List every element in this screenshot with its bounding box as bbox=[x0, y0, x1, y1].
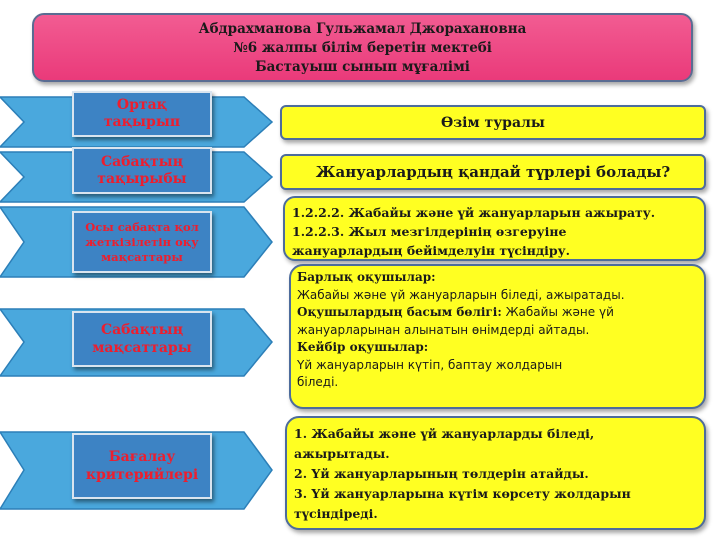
author-position: Бастауыш сынып мұғалімі bbox=[255, 59, 470, 75]
label-criteria: Бағалау критерийлері bbox=[72, 433, 212, 499]
criteria-line: 3. Үй жануарларына күтім көрсету жолдары… bbox=[294, 486, 631, 501]
author-name: Абдрахманова Гульжамал Джорахановна bbox=[198, 21, 527, 37]
goals-most-text: Жабайы және үй bbox=[505, 305, 614, 319]
objective-line: 1.2.2.2. Жабайы және үй жануарларын ажыр… bbox=[292, 205, 656, 220]
school-name: №6 жалпы білім беретін мектебі bbox=[233, 40, 492, 56]
criteria-box: 1. Жабайы және үй жануарларды біледі, аж… bbox=[285, 416, 706, 530]
label-goals: Сабақтың мақсаттары bbox=[72, 311, 212, 367]
criteria-line: 1. Жабайы және үй жануарларды біледі, bbox=[294, 426, 595, 441]
goals-most-text-2: жануарларынан алынатын өнімдерді айтады. bbox=[297, 322, 590, 337]
author-header: Абдрахманова Гульжамал Джорахановна №6 ж… bbox=[32, 13, 693, 82]
goals-some-text: Үй жануарларын күтіп, баптау жолдарын bbox=[297, 357, 563, 372]
objective-line: жануарлардың бейімделуін түсіндіру. bbox=[292, 243, 571, 258]
label-topic: Ортақ тақырып bbox=[72, 91, 212, 137]
goals-all-heading: Барлық оқушылар: bbox=[297, 270, 436, 284]
goals-box: Барлық оқушылар: Жабайы және үй жануарла… bbox=[289, 264, 706, 409]
lesson-topic-value: Жануарлардың қандай түрлері болады? bbox=[315, 163, 671, 181]
goals-some-heading: Кейбір оқушылар: bbox=[297, 340, 429, 354]
criteria-line: 2. Үй жануарларының төлдерін атайды. bbox=[294, 466, 589, 481]
objective-line: 1.2.2.3. Жыл мезгілдерінің өзгеруіне bbox=[292, 224, 567, 239]
goals-most-line: Оқушылардың басым бөлігі: Жабайы және үй bbox=[297, 304, 698, 322]
objectives-box: 1.2.2.2. Жабайы және үй жануарларын ажыр… bbox=[283, 196, 706, 261]
lesson-topic-box: Жануарлардың қандай түрлері болады? bbox=[280, 154, 706, 190]
criteria-line: түсіндіреді. bbox=[294, 506, 378, 521]
label-lesson-topic: Сабақтың тақырыбы bbox=[72, 147, 212, 194]
topic-box: Өзім туралы bbox=[280, 105, 706, 140]
goals-some-text-2: біледі. bbox=[297, 375, 339, 389]
goals-all-text: Жабайы және үй жануарларын біледі, ажыра… bbox=[297, 287, 625, 302]
label-objectives: Осы сабақта қол жеткізілетін оқу мақсатт… bbox=[72, 211, 212, 273]
criteria-line: ажырытады. bbox=[294, 446, 390, 461]
goals-most-heading: Оқушылардың басым бөлігі: bbox=[297, 305, 502, 319]
topic-value: Өзім туралы bbox=[441, 114, 545, 131]
